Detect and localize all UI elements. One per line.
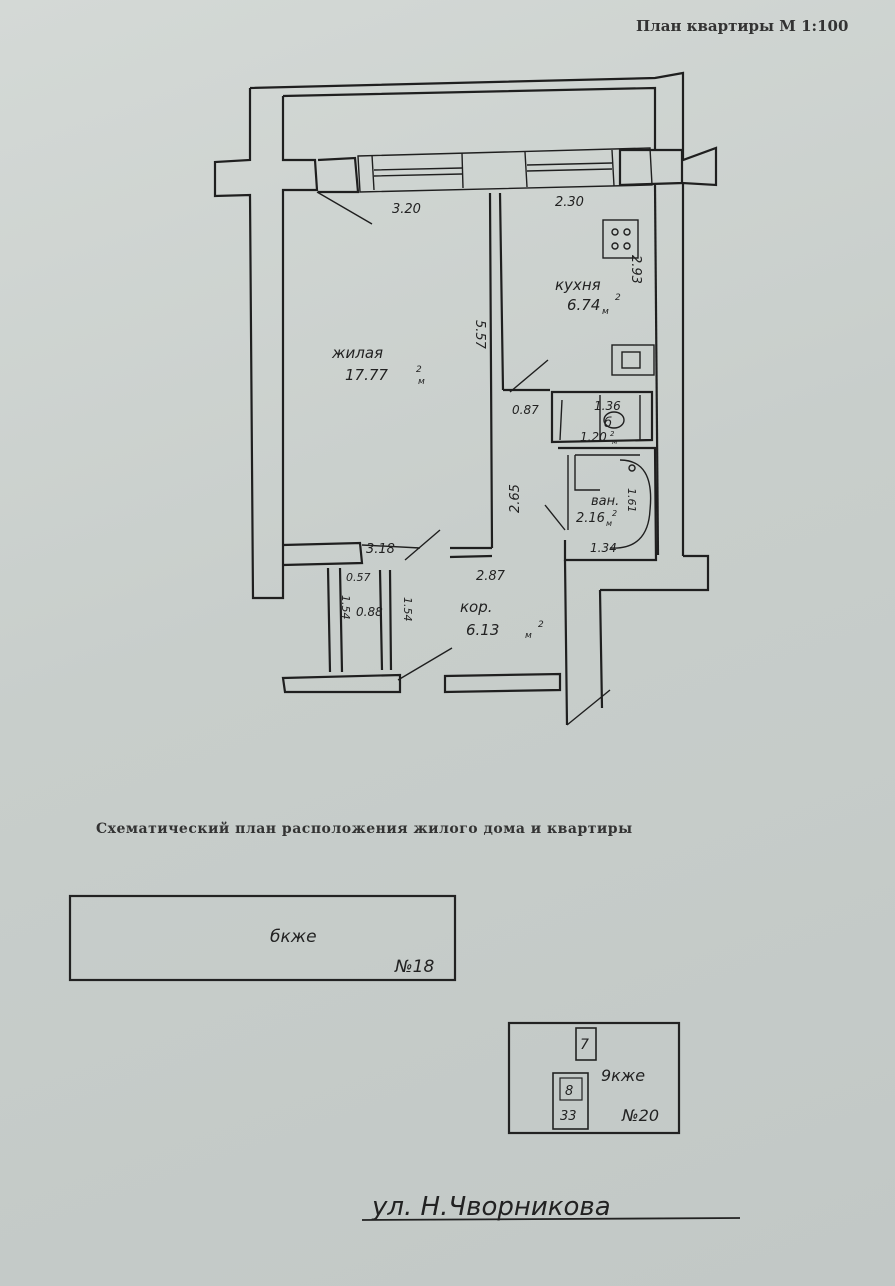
building-20-box-2-bottom: 33 [560, 1109, 577, 1124]
room-labels: жилая 17.77 2 м кухня 6.74 2 м ван. 2.16… [331, 276, 621, 641]
kitchen-area: 6.74 [567, 296, 600, 314]
corridor-area-unit: м [525, 631, 532, 641]
building-20-label: 9кже [601, 1066, 645, 1085]
dim-corridor-top: 2.87 [476, 569, 506, 584]
bath-name: ван. [591, 494, 619, 509]
dim-bath-side: 1.61 [625, 488, 638, 513]
wc-area-unit: м [612, 438, 618, 446]
wc-fixture-label: б [604, 416, 612, 431]
living-room-name: жилая [331, 344, 383, 362]
building-20: 7 8 33 9кже №20 [507, 1021, 681, 1135]
bath-area: 2.16 [576, 511, 605, 526]
kitchen-name: кухня [555, 276, 601, 294]
corridor-area: 6.13 [466, 621, 499, 639]
building-20-box-2-top: 8 [565, 1084, 573, 1099]
stove-icon [602, 219, 639, 259]
wc-area-sup: 2 [610, 430, 615, 438]
dim-living-top: 3.20 [392, 202, 421, 217]
dim-bath-bottom: 1.34 [590, 541, 617, 555]
dim-living-side: 5.57 [472, 320, 487, 350]
building-18-label: бкже [270, 927, 317, 947]
street-name: ул. Н.Чворникова [371, 1192, 611, 1222]
dim-wc-top: 1.36 [594, 399, 621, 413]
dim-kitchen-top: 2.30 [555, 195, 584, 210]
toilet-icon [603, 411, 625, 429]
building-18-number: №18 [394, 957, 434, 977]
plan-title: План квартиры М 1:100 [636, 17, 848, 35]
dim-kitchen-side: 2.93 [628, 255, 643, 284]
dim-closet-left: 1.54 [339, 595, 352, 620]
bath-area-sup: 2 [612, 509, 617, 518]
site-plan-caption: Схематический план расположения жилого д… [96, 820, 633, 837]
living-room-area-unit: м [418, 377, 425, 387]
building-20-box-1: 7 [580, 1037, 589, 1053]
closet-area: 0.88 [356, 605, 383, 619]
dim-living-side-lower: 2.65 [508, 484, 523, 513]
street-label-group: ул. Н.Чворникова [361, 1192, 741, 1222]
bath-drain-icon [628, 464, 636, 472]
building-18: бкже №18 [68, 894, 457, 982]
corridor-area-sup: 2 [538, 620, 544, 630]
wc-area: 1.20 [580, 430, 607, 444]
kitchen-area-sup: 2 [615, 293, 621, 303]
kitchen-sink-icon [611, 344, 655, 376]
apartment-walls [213, 71, 718, 726]
living-room-area: 17.77 [345, 366, 388, 384]
dim-door-small: 0.87 [512, 403, 539, 417]
kitchen-area-unit: м [602, 307, 609, 317]
corridor-name: кор. [460, 598, 493, 616]
dim-closet-right: 1.54 [401, 597, 414, 622]
living-room-area-sup: 2 [416, 365, 422, 375]
building-20-number: №20 [621, 1106, 659, 1125]
bath-area-unit: м [606, 519, 612, 528]
dim-living-bottom: 3.18 [366, 542, 395, 557]
dimension-labels: 3.20 2.30 2.93 5.57 2.65 3.18 0.87 1.36 … [339, 195, 643, 622]
dim-closet-top: 0.57 [346, 571, 371, 584]
